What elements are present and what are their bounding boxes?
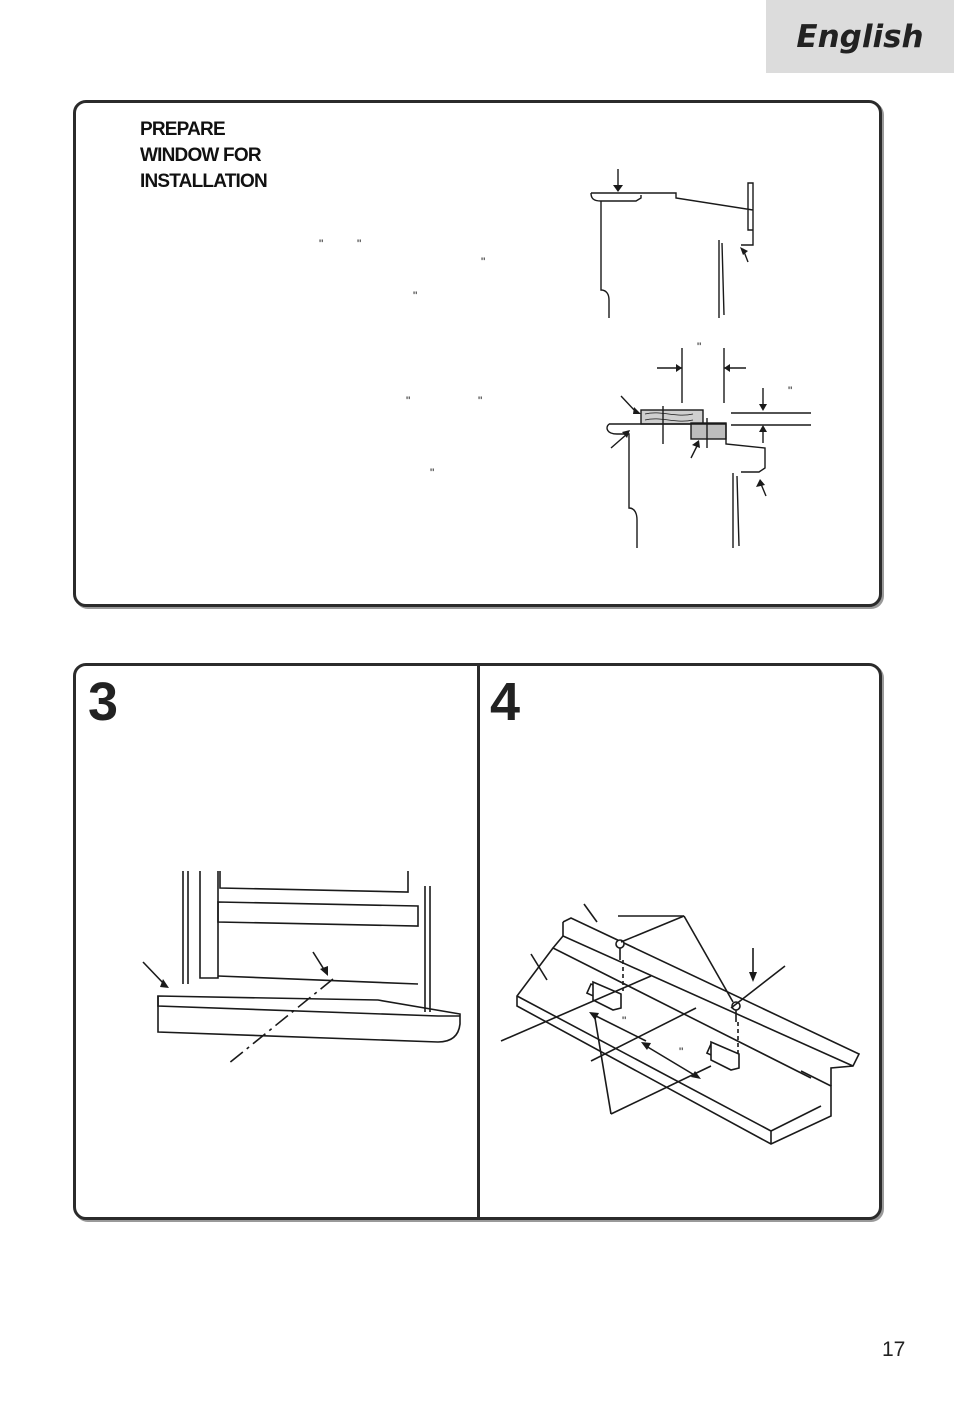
window-sill-centerline-diagram <box>142 871 461 1065</box>
step-3-number: 3 <box>88 672 119 732</box>
language-label: English <box>796 18 924 55</box>
prepare-window-panel: PREPARE WINDOW FOR INSTALLATION " " " " … <box>73 100 882 607</box>
inch-mark: " <box>413 289 418 303</box>
step-4-number: 4 <box>490 672 521 732</box>
sill-strip-bracket-diagram <box>500 903 861 1145</box>
inch-mark: " <box>357 237 362 251</box>
inch-mark: " <box>319 237 324 251</box>
figure-inch-mark: " <box>622 1014 627 1028</box>
language-tab: English <box>766 0 954 73</box>
inch-mark: " <box>481 255 486 269</box>
inch-mark: " <box>430 466 435 480</box>
steps-panel: 3 4 " " <box>73 663 882 1220</box>
figure-inch-mark: " <box>679 1045 684 1059</box>
heading-line-1: PREPARE <box>140 119 226 140</box>
figure-inch-mark: " <box>697 340 702 354</box>
sill-cross-section-diagram <box>590 169 754 318</box>
heading-line-3: INSTALLATION <box>140 171 268 192</box>
inch-mark: " <box>478 394 483 408</box>
sill-strip-cross-section-diagram <box>606 348 811 548</box>
page-number: 17 <box>882 1338 906 1361</box>
heading-line-2: WINDOW FOR <box>140 145 262 166</box>
panel-divider <box>477 666 480 1217</box>
figure-inch-mark: " <box>788 384 793 398</box>
prepare-heading: PREPARE WINDOW FOR INSTALLATION <box>140 117 268 195</box>
inch-mark: " <box>406 394 411 408</box>
